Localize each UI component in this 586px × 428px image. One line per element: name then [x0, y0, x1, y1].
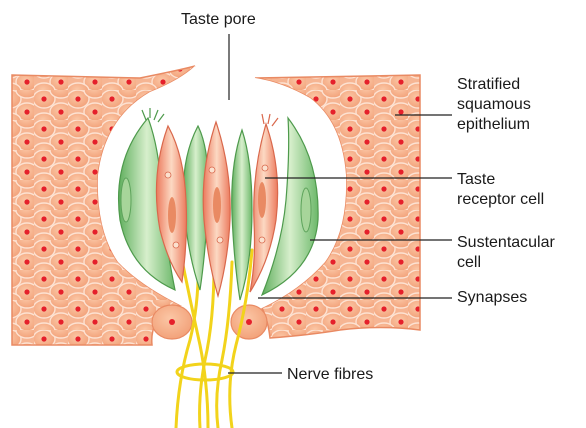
taste-receptor-cells: [156, 122, 277, 296]
nerve-fibres-label: Nerve fibres: [287, 365, 373, 385]
synapses-label: Synapses: [457, 288, 527, 308]
taste-receptor-cell-label: Taste receptor cell: [457, 170, 544, 210]
basal-cell-left-nucleus: [169, 319, 175, 325]
stratified-squamous-epithelium-label: Stratified squamous epithelium: [457, 75, 531, 135]
taste-pore-label: Taste pore: [181, 10, 256, 30]
basal-cell-right-nucleus: [246, 319, 252, 325]
sustentacular-cell-label: Sustentacular cell: [457, 233, 555, 273]
